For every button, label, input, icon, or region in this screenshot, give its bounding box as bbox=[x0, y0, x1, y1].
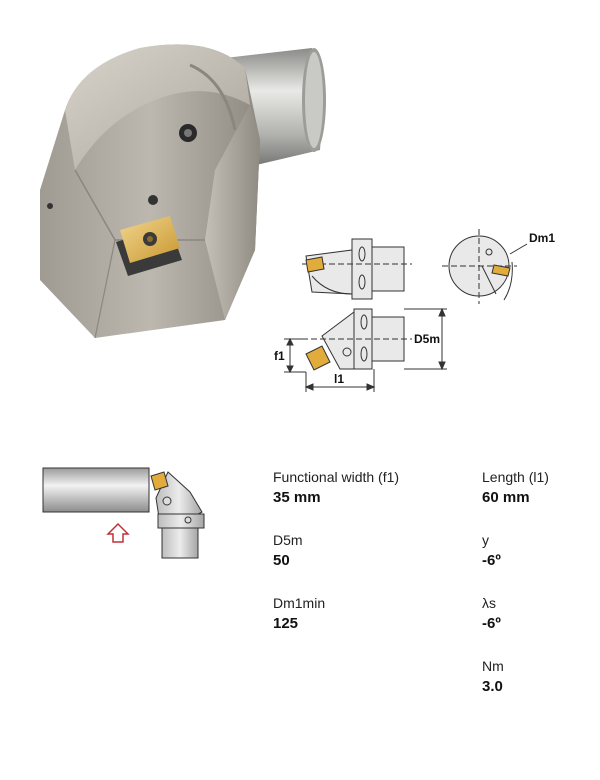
nm-label: Nm bbox=[482, 658, 504, 674]
d5m-spec-label: D5m bbox=[273, 532, 303, 548]
lambda-s-value: -6º bbox=[482, 615, 501, 632]
side-view-drawing bbox=[302, 308, 412, 370]
dm1min-value: 125 bbox=[273, 615, 299, 632]
y-angle-label: y bbox=[482, 532, 489, 548]
workpiece bbox=[42, 467, 150, 513]
dm1-leader bbox=[509, 243, 528, 255]
f1-label: f1 bbox=[274, 349, 285, 363]
dm1-label: Dm1 bbox=[529, 231, 555, 245]
d5m-label: D5m bbox=[414, 332, 440, 346]
end-view-insert bbox=[491, 264, 511, 277]
lambda-s-label: λs bbox=[482, 595, 496, 611]
end-view-drawing bbox=[442, 229, 517, 304]
tool-holder-photo bbox=[40, 44, 326, 339]
f1-dimension bbox=[284, 337, 306, 374]
y-angle-value: -6º bbox=[482, 552, 501, 569]
top-view-drawing bbox=[302, 238, 412, 300]
length-value: 60 mm bbox=[482, 489, 530, 506]
functional-width-value: 35 mm bbox=[273, 489, 321, 506]
length-label: Length (l1) bbox=[482, 469, 549, 485]
technical-drawing: Dm1 D5m f1 l1 bbox=[274, 229, 555, 392]
top-view-insert bbox=[305, 256, 325, 273]
nm-value: 3.0 bbox=[482, 678, 503, 695]
d5m-dimension bbox=[404, 307, 447, 371]
machining-schematic bbox=[42, 467, 205, 559]
holder-head bbox=[40, 44, 260, 339]
feed-direction-arrow-icon bbox=[106, 522, 130, 543]
schematic-insert bbox=[150, 471, 169, 491]
side-view-insert bbox=[305, 345, 331, 371]
dm1min-label: Dm1min bbox=[273, 595, 326, 611]
l1-label: l1 bbox=[334, 372, 344, 386]
l1-dimension bbox=[304, 369, 376, 392]
functional-width-label: Functional width (f1) bbox=[273, 469, 400, 485]
d5m-spec-value: 50 bbox=[273, 552, 290, 569]
cutting-insert bbox=[116, 216, 182, 276]
